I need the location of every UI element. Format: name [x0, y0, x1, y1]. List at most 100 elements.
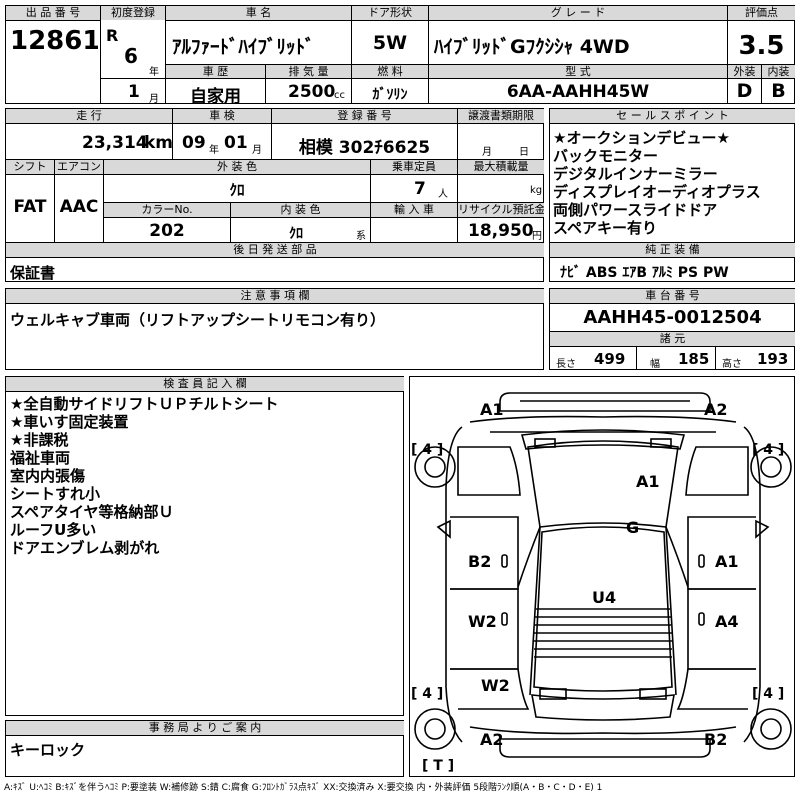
mileage-label: 走 行	[6, 109, 172, 123]
office-panel: 事 務 局 よ り ご 案 内 キーロック	[5, 720, 404, 777]
inspector-note: 福祉車両	[10, 449, 71, 467]
sales-points-list: ★オークションデビュー★ バックモニター デジタルインナーミラー ディスプレイオ…	[553, 129, 793, 237]
inspector-note: ★車いす固定装置	[10, 413, 129, 431]
inspector-notes: ★全自動サイドリフトＵＰチルトシート ★車いす固定装置 ★非課税 福祉車両 室内…	[10, 395, 400, 557]
chassis-label: 車 台 番 号	[550, 289, 795, 303]
mark-right-rear-door: A4	[715, 612, 739, 631]
sales-point: スペアキー有り	[553, 219, 657, 237]
interior-label: 内装	[762, 65, 795, 79]
inspector-note: ルーフU多い	[10, 521, 97, 539]
color-number: 202	[149, 221, 185, 241]
shift: FAT	[13, 197, 47, 217]
sales-point: ディスプレイオーディオプラス	[553, 183, 761, 201]
capacity-label: 乗車定員	[371, 160, 457, 174]
fuel-label: 燃 料	[352, 65, 428, 79]
chassis-number: AAHH45-0012504	[583, 307, 762, 328]
inspection-month: 01	[224, 133, 248, 153]
mark-left-rear-door: W2	[468, 612, 497, 631]
mark-front-left: A1	[480, 400, 504, 419]
mark-right-front-door: A1	[715, 552, 739, 571]
tire-front-right: [ 4 ]	[752, 442, 785, 458]
inspector-note: 室内内張傷	[10, 467, 86, 485]
mark-roof: G	[626, 518, 640, 537]
reg-month: 1	[128, 82, 140, 102]
sales-point: デジタルインナーミラー	[553, 165, 718, 183]
reg-month-unit: 月	[149, 94, 159, 105]
transfer-day-unit: 日	[519, 147, 529, 158]
length: 499	[594, 350, 626, 368]
model-code: 6AA-AAHH45W	[506, 82, 650, 102]
sales-point: バックモニター	[553, 147, 659, 165]
height-label: 高さ	[722, 359, 742, 370]
capacity-unit: 人	[438, 189, 448, 200]
transfer-label: 譲渡書類期限	[458, 109, 544, 123]
interior-color-label: 内 装 色	[231, 203, 370, 217]
tire-spare: [ T ]	[422, 758, 455, 774]
mark-front-right: A2	[704, 400, 728, 419]
equipment-label: 純 正 装 備	[550, 243, 795, 257]
standard-equipment: ﾅﾋﾞ ABS ｴｱB ｱﾙﾐ PS PW	[560, 265, 729, 281]
score: 3.5	[738, 31, 785, 61]
inspector-note: シートすれ小	[10, 485, 101, 503]
vehicle-header-table: 出 品 番 号 12861 初度登録 R 6 年 1 月 車 名 ドア形状 グ …	[5, 5, 795, 107]
notes-text: ウェルキャブ車両（リフトアップシートリモコン有り）	[10, 311, 386, 329]
mark-rear-right: B2	[704, 730, 728, 749]
ac-label: エアコン	[55, 160, 103, 174]
inspector-note: スペアタイヤ等格納部Ｕ	[10, 503, 174, 521]
color-label: 外 装 色	[104, 160, 370, 174]
mileage-unit: km	[144, 133, 174, 153]
recycle-unit: 円	[532, 231, 542, 242]
office-text: キーロック	[10, 741, 86, 759]
door-label: ドア形状	[352, 6, 428, 20]
capacity: 7	[414, 179, 426, 199]
door-type: 5W	[372, 32, 408, 54]
car-outline	[414, 392, 792, 758]
history-label: 車 歴	[166, 65, 265, 79]
inspection-year: 09	[182, 133, 206, 153]
exterior-color: ｸﾛ	[229, 181, 245, 199]
width-label: 幅	[650, 359, 660, 370]
inspection-month-unit: 月	[252, 145, 262, 156]
car-name: ｱﾙﾌｧｰﾄﾞﾊｲﾌﾞﾘｯﾄﾞ	[172, 36, 315, 58]
office-label: 事 務 局 よ り ご 案 内	[6, 721, 404, 735]
load-label: 最大積載量	[458, 160, 544, 174]
score-label: 評価点	[728, 6, 795, 20]
inspection-year-unit: 年	[209, 145, 219, 156]
interior-grade: B	[771, 80, 786, 102]
era: R	[106, 26, 119, 45]
mark-left-front-door: B2	[468, 552, 492, 571]
sales-points-label: セ ー ル ス ポ イ ン ト	[550, 109, 795, 123]
car-name-label: 車 名	[166, 6, 351, 20]
load-unit: kg	[530, 185, 543, 196]
mileage: 23,314	[82, 133, 148, 153]
tire-rear-left: [ 4 ]	[411, 686, 444, 702]
sales-point: 両側パワースライドドア	[553, 201, 718, 219]
tire-front-left: [ 4 ]	[411, 442, 444, 458]
mark-rear-left: A2	[480, 730, 504, 749]
inspector-label: 検 査 員 記 入 欄	[6, 377, 404, 391]
first-reg-label: 初度登録	[101, 6, 165, 20]
reg-year: 6	[124, 44, 138, 68]
mark-hood: A1	[636, 472, 660, 491]
height: 193	[757, 350, 789, 368]
width: 185	[678, 350, 710, 368]
grade: ﾊｲﾌﾞﾘｯﾄﾞGﾌｸｼｼｬ 4WD	[434, 36, 630, 58]
inspector-panel: 検 査 員 記 入 欄 ★全自動サイドリフトＵＰチルトシート ★車いす固定装置 …	[5, 376, 404, 716]
notes-label: 注 意 事 項 欄	[6, 289, 544, 303]
exterior-grade: D	[736, 80, 753, 102]
dimensions-label: 諸 元	[550, 332, 795, 346]
mark-rear-area: U4	[592, 588, 617, 607]
legend-footer: A:ｷｽﾞ U:ﾍｺﾐ B:ｷｽﾞを伴うﾍｺﾐ P:要塗装 W:補修跡 S:錆 …	[4, 783, 603, 793]
tire-rear-right: [ 4 ]	[752, 686, 785, 702]
inspector-note: ★非課税	[10, 431, 69, 449]
inspector-note: ★全自動サイドリフトＵＰチルトシート	[10, 395, 279, 413]
length-label: 長さ	[556, 359, 576, 370]
mark-left-rear-quarter: W2	[481, 676, 510, 695]
lot-number: 12861	[10, 26, 98, 56]
inspector-note: ドアエンブレム剥がれ	[10, 539, 160, 557]
displacement-label: 排 気 量	[266, 65, 351, 79]
model-label: 型 式	[429, 65, 727, 79]
interior-color-unit: 系	[356, 231, 366, 242]
exterior-label: 外装	[728, 65, 761, 79]
sales-point: ★オークションデビュー★	[553, 129, 730, 147]
